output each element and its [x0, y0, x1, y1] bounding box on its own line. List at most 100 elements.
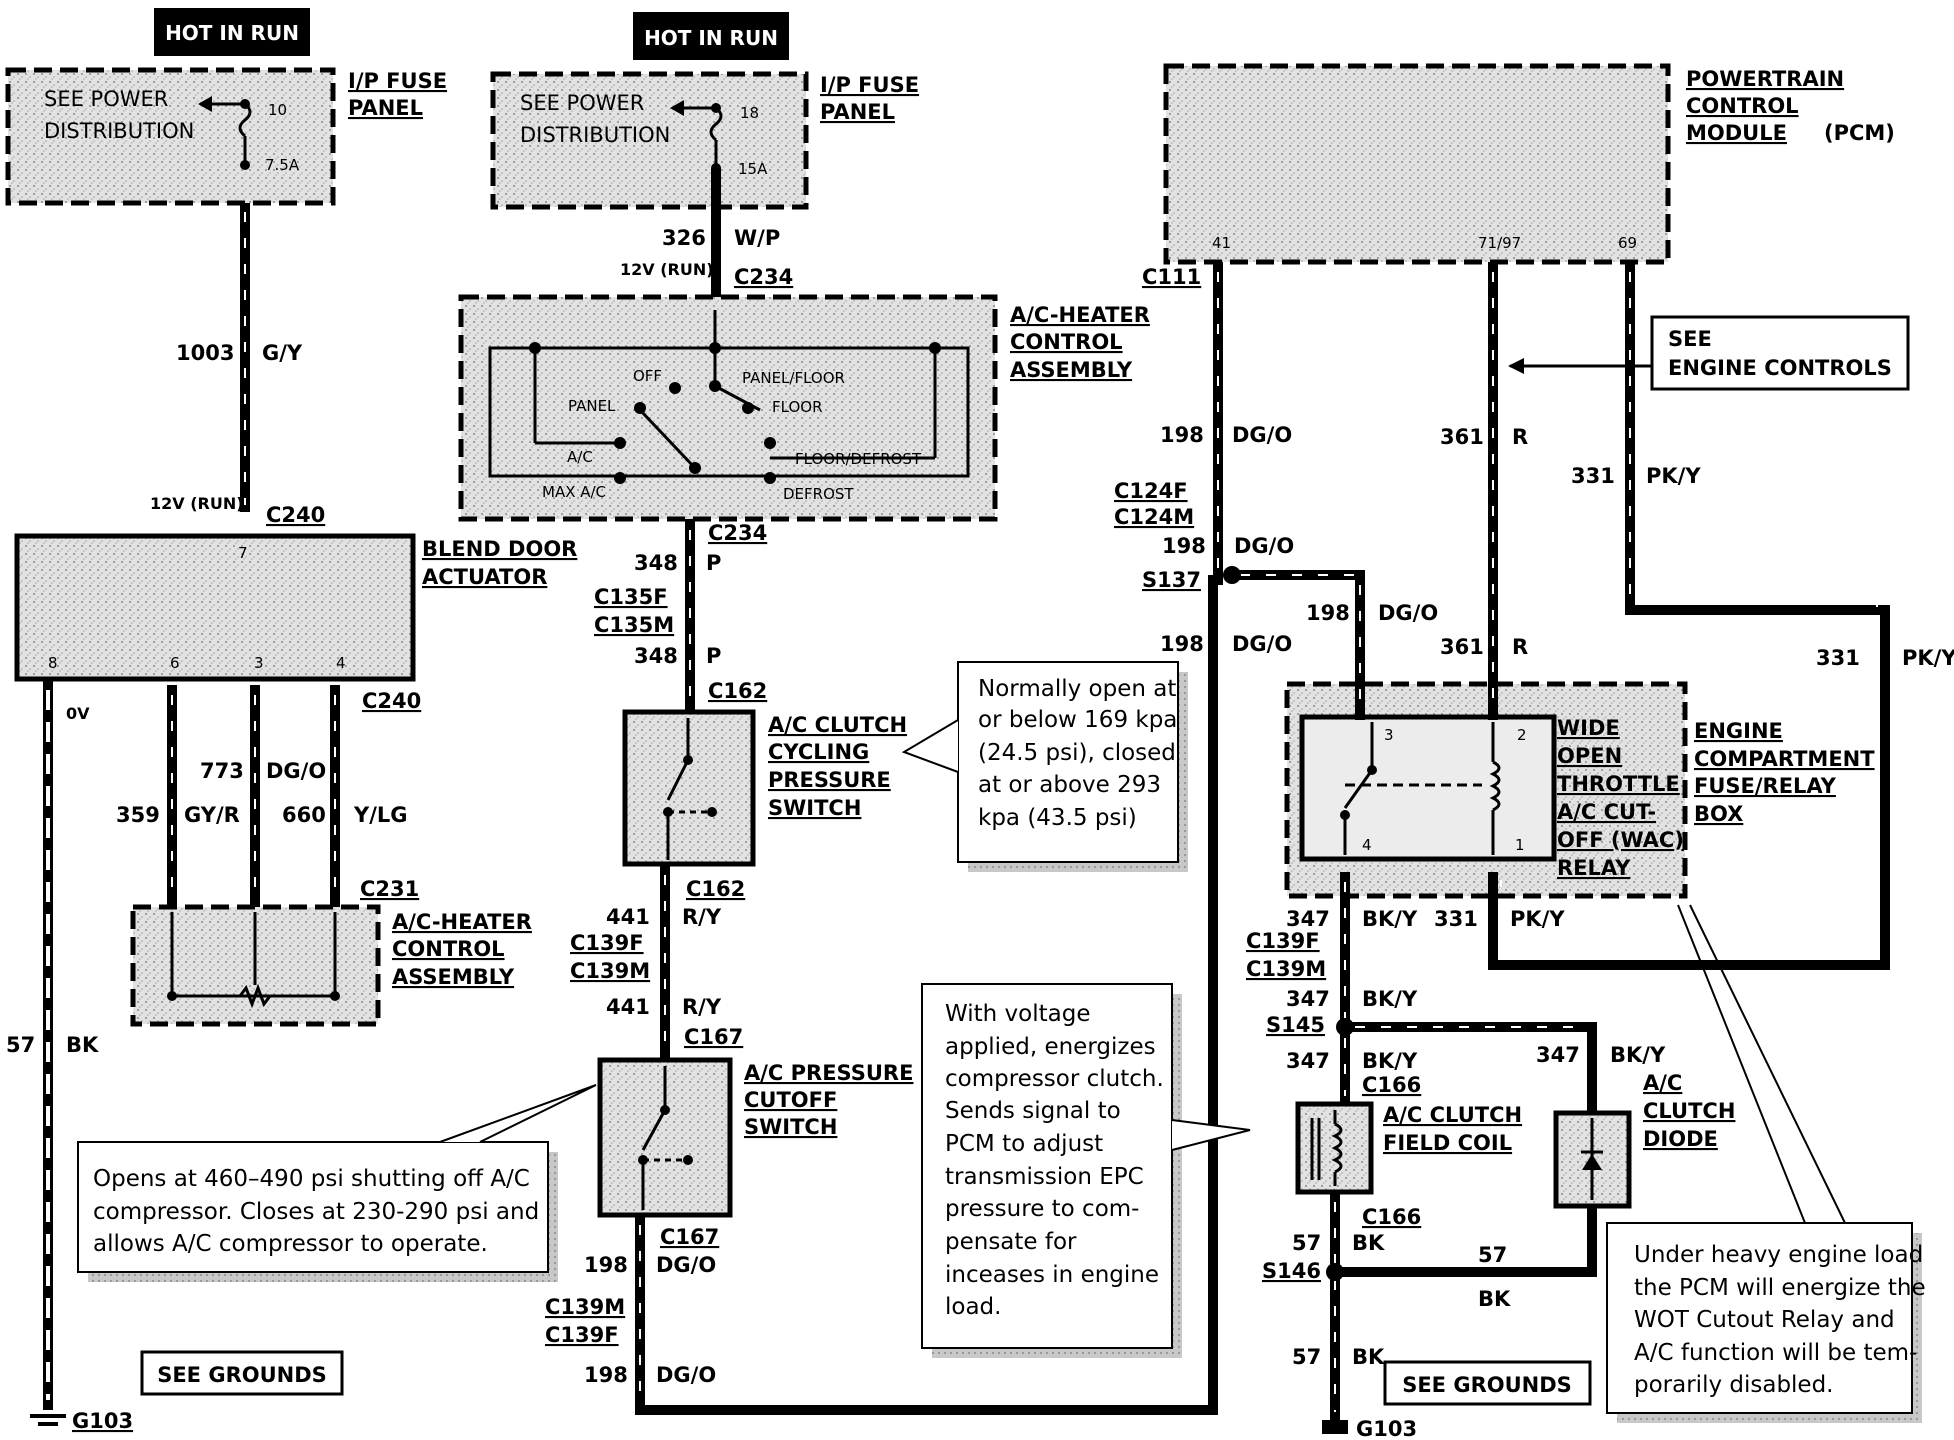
- svg-text:S145: S145: [1266, 1013, 1325, 1037]
- svg-text:198: 198: [1160, 632, 1204, 656]
- svg-text:C167: C167: [660, 1225, 719, 1249]
- wires-blend-door: [167, 685, 340, 907]
- wire-57-right: [1330, 1192, 1597, 1420]
- svg-text:DG/O: DG/O: [1232, 423, 1292, 447]
- svg-text:C111: C111: [1142, 265, 1201, 289]
- svg-text:4: 4: [336, 654, 346, 672]
- svg-text:ACTUATOR: ACTUATOR: [422, 565, 547, 589]
- svg-text:DG/O: DG/O: [1234, 534, 1294, 558]
- svg-text:BOX: BOX: [1694, 802, 1743, 826]
- svg-text:C162: C162: [708, 679, 767, 703]
- ground-g103-right: G103: [1322, 1417, 1417, 1440]
- svg-text:773: 773: [200, 759, 244, 783]
- svg-text:1003: 1003: [176, 341, 234, 365]
- svg-text:With voltage: With voltage: [945, 1001, 1090, 1027]
- svg-text:Normally open at: Normally open at: [978, 676, 1176, 702]
- svg-text:15A: 15A: [738, 160, 768, 178]
- svg-text:C234: C234: [734, 265, 793, 289]
- svg-text:C124F: C124F: [1114, 479, 1188, 503]
- svg-text:A/C CLUTCH: A/C CLUTCH: [768, 713, 907, 737]
- svg-text:(24.5 psi), closed: (24.5 psi), closed: [978, 740, 1176, 766]
- powertrain-control-module: POWERTRAIN CONTROL MODULE (PCM) 41 71/97…: [1163, 63, 1895, 265]
- svg-text:pressure to com-: pressure to com-: [945, 1196, 1139, 1222]
- svg-text:347: 347: [1536, 1043, 1580, 1067]
- svg-text:CONTROL: CONTROL: [1686, 94, 1799, 118]
- svg-text:GY/R: GY/R: [184, 803, 240, 827]
- svg-text:57: 57: [1292, 1345, 1321, 1369]
- svg-text:PANEL: PANEL: [348, 96, 423, 120]
- svg-text:348: 348: [634, 551, 678, 575]
- svg-text:G/Y: G/Y: [262, 341, 303, 365]
- svg-text:SWITCH: SWITCH: [768, 796, 861, 820]
- svg-text:SWITCH: SWITCH: [744, 1115, 837, 1139]
- svg-text:BK: BK: [66, 1033, 99, 1057]
- svg-text:347: 347: [1286, 907, 1330, 931]
- svg-text:18: 18: [740, 104, 759, 122]
- svg-text:326: 326: [662, 226, 706, 250]
- svg-text:COMPARTMENT: COMPARTMENT: [1694, 747, 1875, 771]
- svg-text:MAX A/C: MAX A/C: [542, 483, 606, 501]
- svg-text:C240: C240: [362, 689, 421, 713]
- svg-text:kpa (43.5 psi): kpa (43.5 psi): [978, 805, 1137, 831]
- svg-text:Under heavy engine load: Under heavy engine load: [1634, 1242, 1923, 1268]
- svg-text:331: 331: [1434, 907, 1478, 931]
- svg-text:57: 57: [6, 1033, 35, 1057]
- svg-text:pensate for: pensate for: [945, 1229, 1077, 1255]
- svg-text:I/P FUSE: I/P FUSE: [820, 73, 919, 97]
- svg-text:69: 69: [1618, 234, 1637, 252]
- svg-text:198: 198: [1162, 534, 1206, 558]
- svg-text:C166: C166: [1362, 1073, 1421, 1097]
- svg-text:441: 441: [606, 995, 650, 1019]
- svg-text:OFF (WAC): OFF (WAC): [1557, 828, 1684, 852]
- svg-text:DISTRIBUTION: DISTRIBUTION: [44, 119, 194, 143]
- svg-text:441: 441: [606, 905, 650, 929]
- wire-331: [1488, 262, 1890, 970]
- svg-text:DISTRIBUTION: DISTRIBUTION: [520, 123, 670, 147]
- splice-s146: [1326, 1263, 1344, 1281]
- svg-text:ENGINE: ENGINE: [1694, 719, 1783, 743]
- svg-text:A/C: A/C: [1643, 1071, 1682, 1095]
- ac-pressure-cutoff-switch: A/C PRESSURE CUTOFF SWITCH: [597, 1057, 913, 1218]
- svg-text:DEFROST: DEFROST: [783, 485, 854, 503]
- svg-text:R/Y: R/Y: [682, 905, 722, 929]
- svg-text:1: 1: [1515, 836, 1525, 854]
- svg-text:DG/O: DG/O: [656, 1363, 716, 1387]
- svg-text:3: 3: [1384, 726, 1394, 744]
- svg-text:HOT IN RUN: HOT IN RUN: [644, 26, 778, 50]
- svg-text:C135M: C135M: [594, 613, 674, 637]
- svg-text:198: 198: [1160, 423, 1204, 447]
- svg-text:8: 8: [48, 654, 58, 672]
- svg-text:DG/O: DG/O: [656, 1253, 716, 1277]
- svg-text:FUSE/RELAY: FUSE/RELAY: [1694, 774, 1837, 798]
- svg-text:DG/O: DG/O: [266, 759, 326, 783]
- svg-text:331: 331: [1816, 646, 1860, 670]
- svg-text:transmission EPC: transmission EPC: [945, 1164, 1144, 1190]
- ip-fuse-panel-left: SEE POWER DISTRIBUTION 10 7.5A I/P FUSE …: [5, 67, 447, 206]
- svg-text:4: 4: [1362, 836, 1372, 854]
- svg-text:MODULE: MODULE: [1686, 121, 1787, 145]
- blend-door-actuator: BLEND DOOR ACTUATOR 7 8 6 3 4 0V: [14, 533, 577, 723]
- svg-text:57: 57: [1478, 1243, 1507, 1267]
- svg-text:198: 198: [584, 1363, 628, 1387]
- svg-text:A/C CLUTCH: A/C CLUTCH: [1383, 1103, 1522, 1127]
- wire-198-loop: [635, 575, 1218, 1415]
- svg-text:porarily disabled.: porarily disabled.: [1634, 1372, 1834, 1398]
- svg-text:PANEL: PANEL: [568, 397, 616, 415]
- svg-text:BK/Y: BK/Y: [1362, 1049, 1418, 1073]
- svg-text:BK/Y: BK/Y: [1610, 1043, 1666, 1067]
- svg-text:BK: BK: [1352, 1345, 1385, 1369]
- svg-text:POWERTRAIN: POWERTRAIN: [1686, 67, 1844, 91]
- svg-text:C135F: C135F: [594, 585, 668, 609]
- see-engine-controls-box: SEE ENGINE CONTROLS: [1508, 315, 1910, 391]
- svg-text:PANEL: PANEL: [820, 100, 895, 124]
- svg-text:C139F: C139F: [545, 1323, 619, 1347]
- svg-text:A/C-HEATER: A/C-HEATER: [1010, 303, 1150, 327]
- wire-198-s137: [1232, 570, 1365, 720]
- svg-text:PANEL/FLOOR: PANEL/FLOOR: [742, 369, 845, 387]
- svg-text:the PCM will energize the: the PCM will energize the: [1634, 1275, 1926, 1301]
- svg-text:198: 198: [584, 1253, 628, 1277]
- svg-text:C139M: C139M: [570, 959, 650, 983]
- svg-text:359: 359: [116, 803, 160, 827]
- svg-text:361: 361: [1440, 425, 1484, 449]
- svg-text:57: 57: [1292, 1231, 1321, 1255]
